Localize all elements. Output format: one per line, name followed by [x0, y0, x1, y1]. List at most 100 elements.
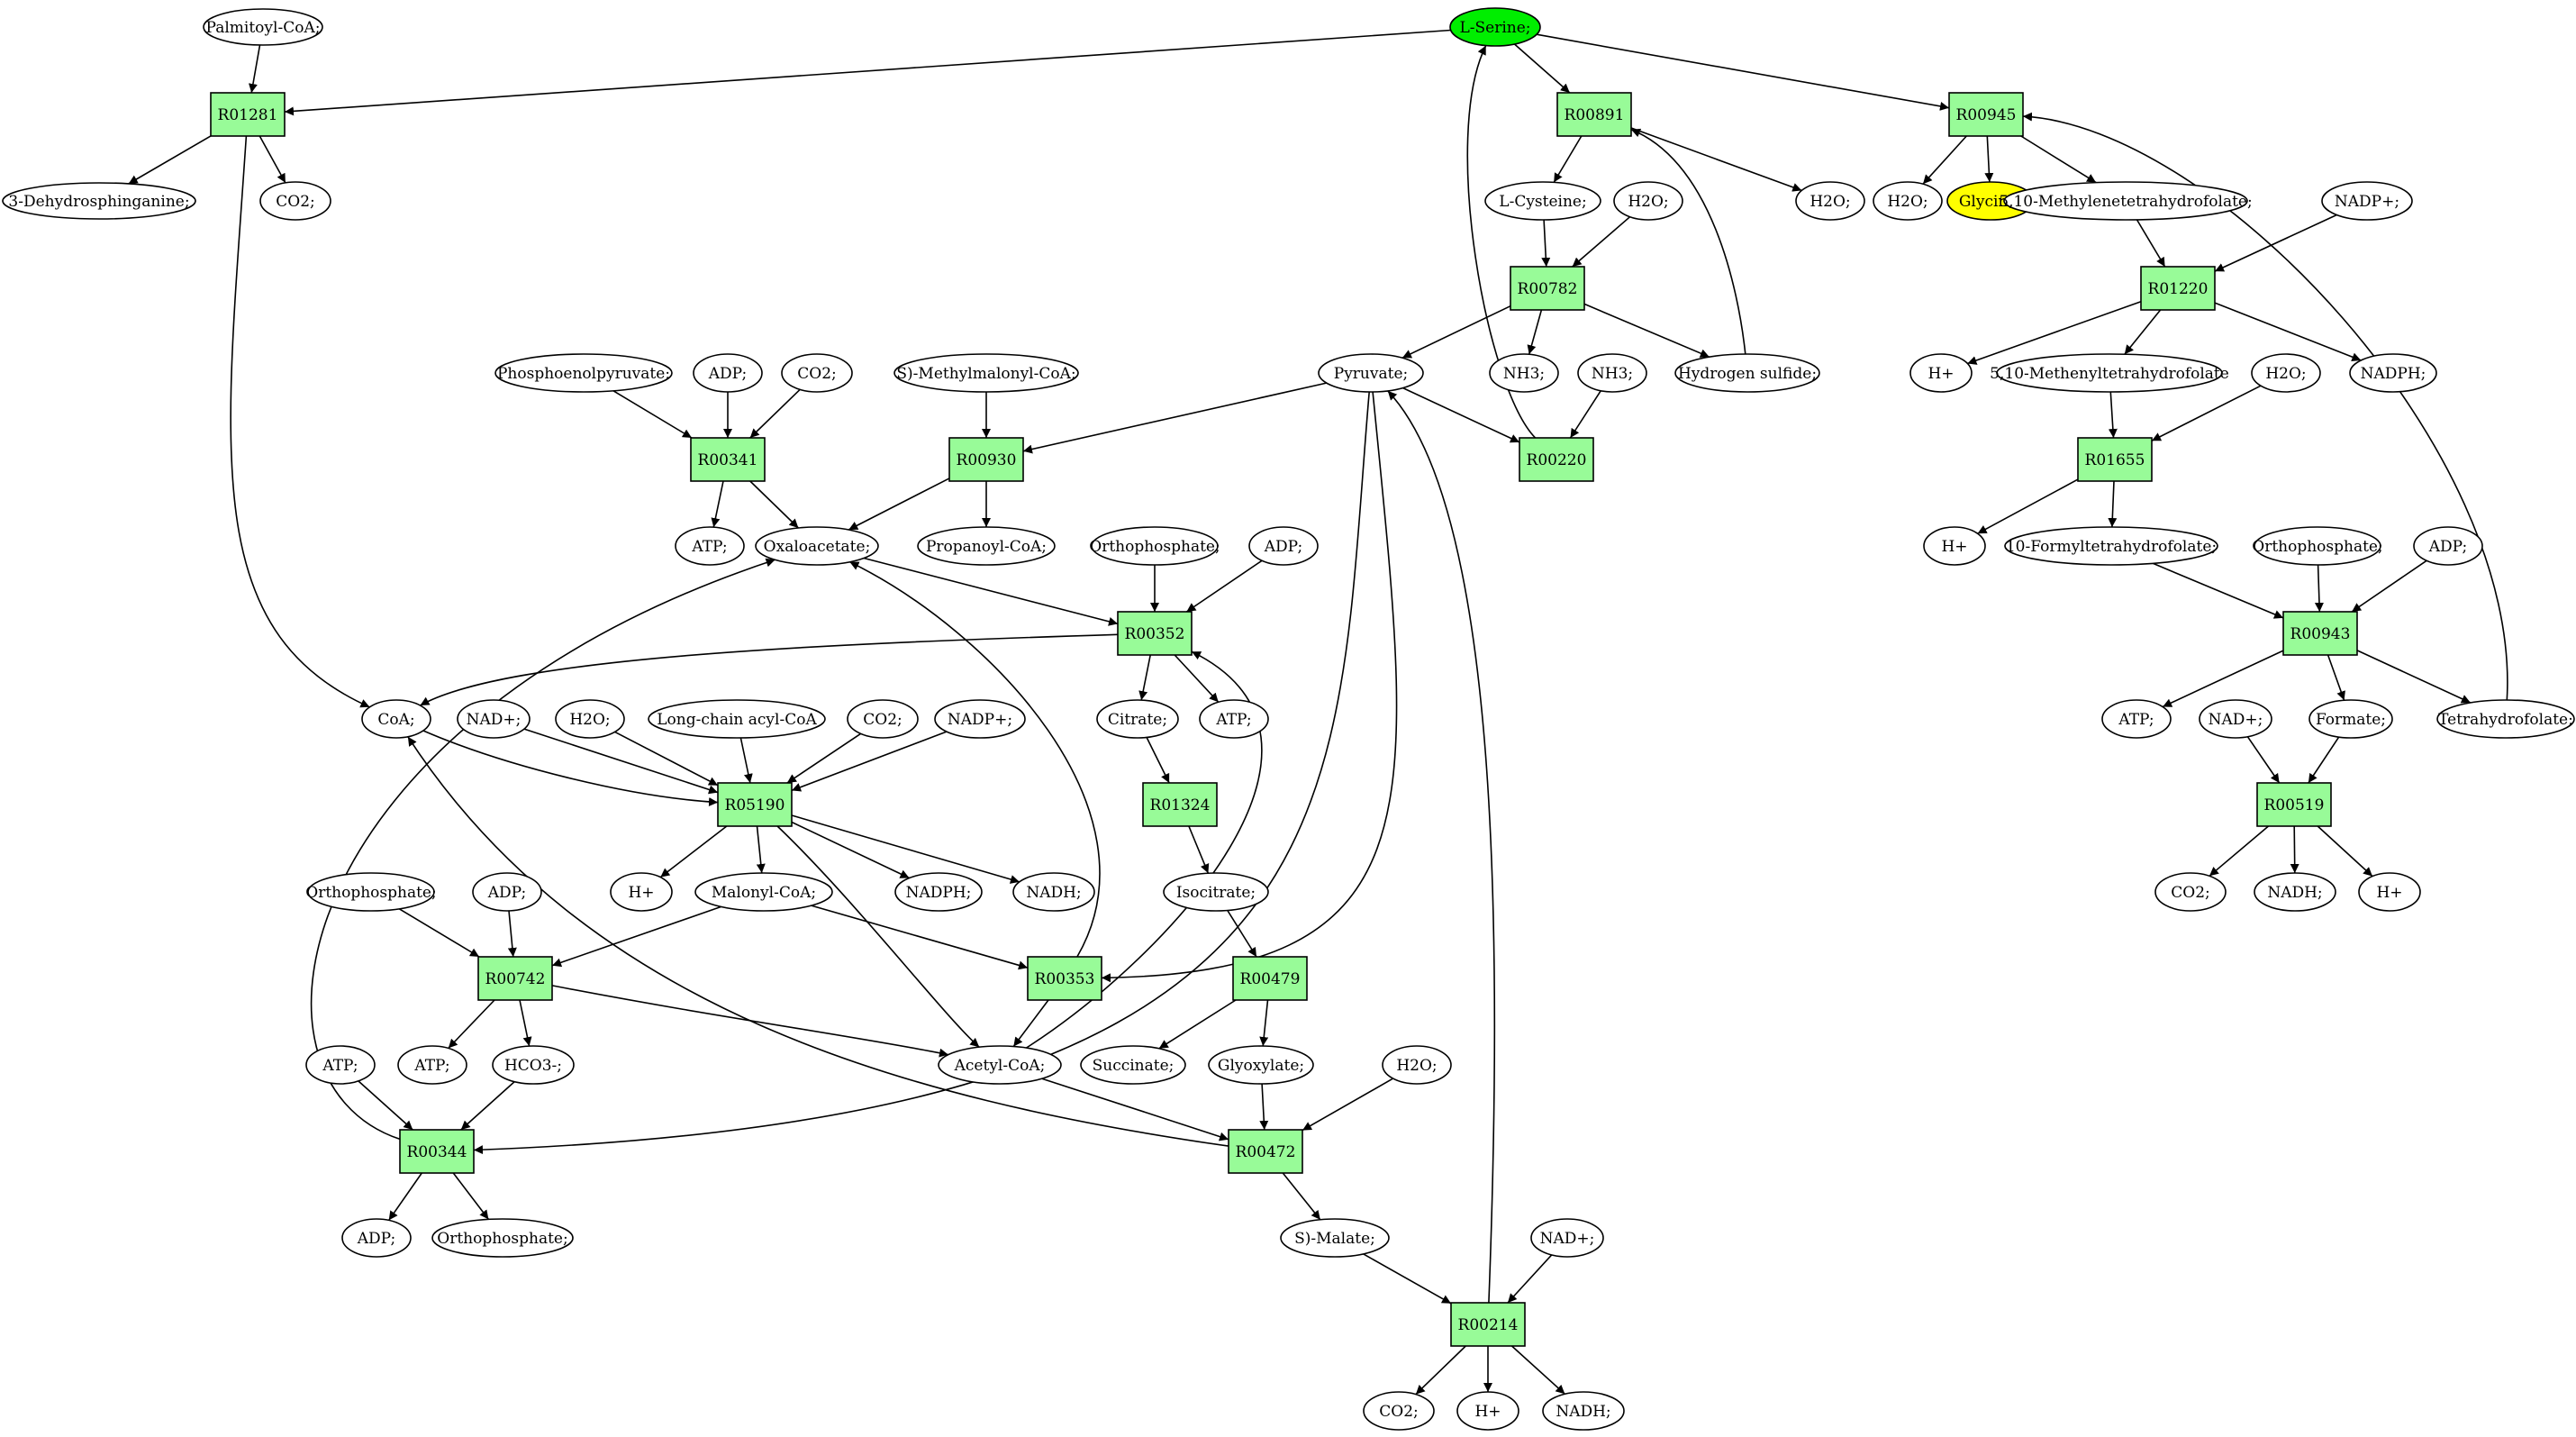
compound-ellipse: [1542, 1391, 1625, 1431]
compound-ellipse: [1873, 181, 1943, 221]
node-label: Phosphoenolpyruvate;: [497, 365, 670, 383]
reaction-box: [1948, 92, 2024, 137]
edge-r01220-to-methenyl: [2124, 309, 2162, 355]
node-label: R00353: [1035, 970, 1095, 988]
compound-ellipse: [2413, 526, 2483, 566]
edge-r00943-to-thf: [2356, 650, 2472, 704]
compound-node-atp_e: ATP;: [397, 1045, 467, 1085]
node-label: H2O;: [1628, 193, 1668, 211]
compound-ellipse: [2349, 353, 2437, 393]
reaction-box: [1519, 437, 1594, 482]
node-label: CO2;: [276, 193, 315, 211]
compound-ellipse: [555, 699, 625, 739]
edge-nadpplus_a-to-r01220: [2214, 214, 2337, 272]
edge-co2_c-to-r00341: [749, 388, 801, 439]
compound-ellipse: [755, 526, 879, 566]
node-label: Isocitrate;: [1176, 884, 1256, 902]
node-label: NADP+;: [2335, 193, 2399, 211]
compound-ellipse: [675, 526, 745, 566]
reaction-box: [1117, 611, 1193, 656]
edge-palmitoyl-to-r01281: [249, 44, 261, 94]
edge-r00943-to-formate: [2327, 654, 2345, 701]
reaction-node-r00519: R00519: [2256, 782, 2332, 827]
reaction-node-r00472: R00472: [1228, 1129, 1303, 1174]
compound-node-hplus_c: H+: [2358, 872, 2421, 912]
compound-node-hplus_a: H+: [1909, 353, 1973, 393]
compound-node-co2_c: CO2;: [781, 353, 853, 393]
reaction-box: [399, 1129, 475, 1174]
edge-pyruvate-to-r00353: [1101, 391, 1398, 983]
node-label: R01220: [2148, 280, 2209, 298]
compound-node-methylmalonyl: S)-Methylmalonyl-CoA;: [893, 353, 1079, 393]
node-label: R05190: [725, 796, 785, 814]
compound-ellipse: [1456, 1391, 1519, 1431]
compound-ellipse: [648, 699, 826, 739]
compound-node-methylene: 5,10-Methylenetetrahydrofolate;: [1999, 181, 2253, 221]
node-label: ADP;: [708, 365, 747, 383]
edge-r00352-to-coa: [420, 633, 1119, 706]
node-label: CO2;: [2171, 884, 2210, 902]
edge-r00519-to-nadh_a: [2290, 825, 2299, 874]
edge-r01655-to-formylthf: [2108, 480, 2118, 528]
edge-r00344-to-adp_e: [388, 1172, 422, 1221]
reaction-box: [2077, 437, 2153, 482]
edge-r01324-to-isocitrate: [1188, 825, 1210, 874]
node-label: R00930: [957, 451, 1017, 469]
edge-glyoxylate-to-r00472: [1259, 1083, 1269, 1131]
compound-ellipse: [1091, 526, 1219, 566]
edge-r00945-to-h2o_c: [1922, 135, 1967, 185]
node-label: Tetrahydrofolate;: [2438, 711, 2573, 729]
compound-ellipse: [1318, 353, 1424, 393]
reaction-box: [2140, 266, 2216, 311]
compound-node-thf: Tetrahydrofolate;: [2436, 699, 2575, 739]
node-label: R00220: [1527, 451, 1587, 469]
edge-h2o_a-to-r00782: [1572, 216, 1631, 268]
edge-acetylcoa-to-r00352: [1026, 650, 1263, 1049]
node-label: 5,10-Methylenetetrahydrofolate;: [1999, 193, 2252, 211]
node-label: CO2;: [863, 711, 903, 729]
edge-formylthf-to-r00943: [2152, 562, 2284, 619]
edge-r00891-to-h2o_b: [1630, 127, 1802, 192]
edge-formate-to-r00519: [2308, 736, 2340, 784]
edge-adp_d-to-r00742: [507, 910, 517, 958]
node-label: Formate;: [2316, 711, 2386, 729]
node-label: L-Cysteine;: [1499, 193, 1586, 211]
compound-node-palmitoyl: Palmitoyl-CoA;: [203, 8, 323, 46]
edge-h2o_f-to-r00472: [1302, 1078, 1393, 1132]
node-label: H+: [1474, 1403, 1501, 1421]
node-label: H2O;: [2265, 365, 2306, 383]
reaction-box: [1027, 956, 1102, 1001]
edge-nadplus_b-to-r05190: [523, 728, 719, 795]
compound-ellipse: [1489, 353, 1559, 393]
compound-ellipse: [847, 699, 919, 739]
node-label: ATP;: [691, 538, 727, 556]
node-label: Malonyl-CoA;: [712, 884, 816, 902]
edge-r00472-to-malate: [1282, 1172, 1321, 1221]
compound-node-ortho_a: Orthophosphate;: [2252, 526, 2383, 566]
reaction-node-r01281: R01281: [210, 92, 286, 137]
edge-oxaloacetate-to-r00352: [863, 557, 1119, 626]
compound-node-lserine: L-Serine;: [1449, 7, 1541, 47]
edge-nadpplus_b-to-r05190: [791, 731, 948, 792]
compound-node-longchain: Long-chain acyl-CoA: [648, 699, 826, 739]
compound-ellipse: [1012, 872, 1095, 912]
compound-ellipse: [1530, 1218, 1604, 1258]
edge-pyruvate-to-r00930: [1022, 382, 1327, 454]
reaction-box: [717, 782, 793, 827]
compound-node-propanoyl: Propanoyl-CoA;: [917, 526, 1056, 566]
edge-lserine-to-r01281: [284, 29, 1451, 116]
compound-node-nadplus_b: NAD+;: [457, 699, 531, 739]
compound-node-citrate: Citrate;: [1096, 699, 1179, 739]
node-label: CoA;: [377, 711, 414, 729]
node-label: R00352: [1125, 625, 1185, 643]
compound-ellipse: [694, 872, 833, 912]
node-label: R00782: [1518, 280, 1578, 298]
edge-longchain-to-r05190: [739, 737, 753, 784]
reaction-box: [2256, 782, 2332, 827]
node-label: HCO3-;: [504, 1057, 562, 1075]
compound-node-ortho_d: Orthophosphate;: [431, 1218, 574, 1258]
edge-r01281-to-dehydro: [128, 135, 212, 185]
compound-ellipse: [1674, 353, 1820, 393]
compound-node-formate: Formate;: [2308, 699, 2393, 739]
compound-ellipse: [1996, 353, 2223, 393]
